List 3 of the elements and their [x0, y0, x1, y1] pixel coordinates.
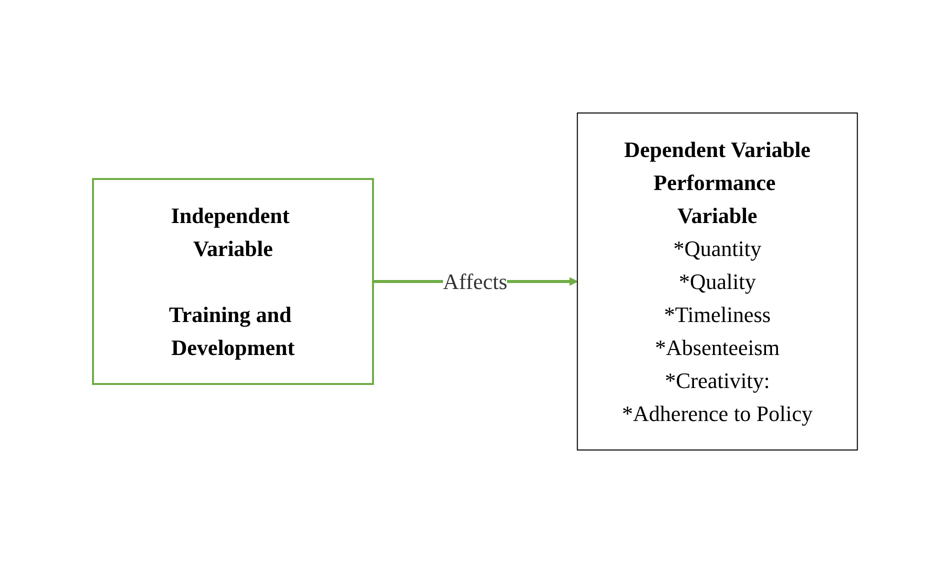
edge-label: Affects: [443, 269, 508, 294]
node-box: Dependent Variable Performance Variable *Quantity *Quality *Timeliness *Absenteeism *Creativity: *Adherence to Policy: [577, 112, 858, 450]
node-box: Independent Variable Training and Development: [92, 178, 374, 385]
